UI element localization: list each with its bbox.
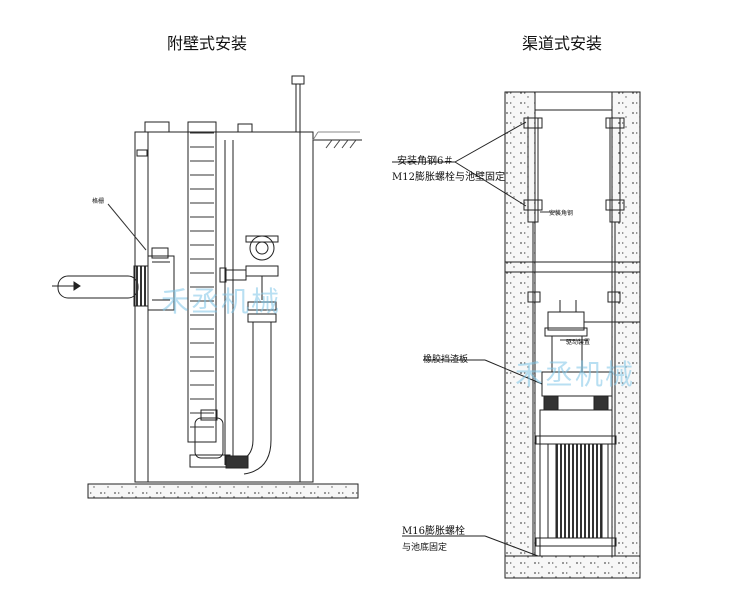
channel-floor xyxy=(504,555,641,579)
right-diagram xyxy=(392,91,641,579)
grille-device xyxy=(147,255,175,311)
submersible-pump xyxy=(194,417,224,459)
angle-steel-tiny-label: 安装角钢 xyxy=(549,210,574,217)
flow-arrow-head xyxy=(73,281,81,291)
grille-bars xyxy=(555,443,603,539)
right-diagram-title: 渠道式安装 xyxy=(522,34,603,53)
m12-bolt-label: M12膨胀螺栓与池壁固定 xyxy=(392,172,505,183)
watermark-right: 禾丞机械 xyxy=(515,358,636,391)
m16-bolt-label: M16膨胀螺栓 xyxy=(402,526,465,537)
rubber-baffle-label: 橡胶挡渣板 xyxy=(423,355,469,365)
hatch-cover xyxy=(144,121,170,133)
inlet-pipe xyxy=(57,275,139,299)
grille-tiny-label: 格栅 xyxy=(92,198,105,205)
tank-body xyxy=(134,131,314,483)
drive-unit-tiny-label: 驱动装置 xyxy=(566,339,591,346)
ground-slab xyxy=(87,483,359,499)
left-diagram-title: 附壁式安装 xyxy=(167,34,248,53)
left-diagram xyxy=(52,75,362,499)
channel-wall-left xyxy=(504,91,536,579)
watermark-left: 禾丞机械 xyxy=(161,285,282,318)
vent-cap xyxy=(237,123,253,133)
valve-flange xyxy=(245,265,279,277)
vent-pipe-head xyxy=(291,75,305,85)
valve-circle xyxy=(249,235,275,261)
drive-motor xyxy=(547,311,585,331)
ladder xyxy=(187,121,217,443)
m16-fix-label: 与池底固定 xyxy=(402,543,448,553)
channel-wall-right xyxy=(611,91,641,579)
angle-steel-label: 安装角钢6＃ xyxy=(397,156,454,167)
grille-frame xyxy=(539,409,613,557)
